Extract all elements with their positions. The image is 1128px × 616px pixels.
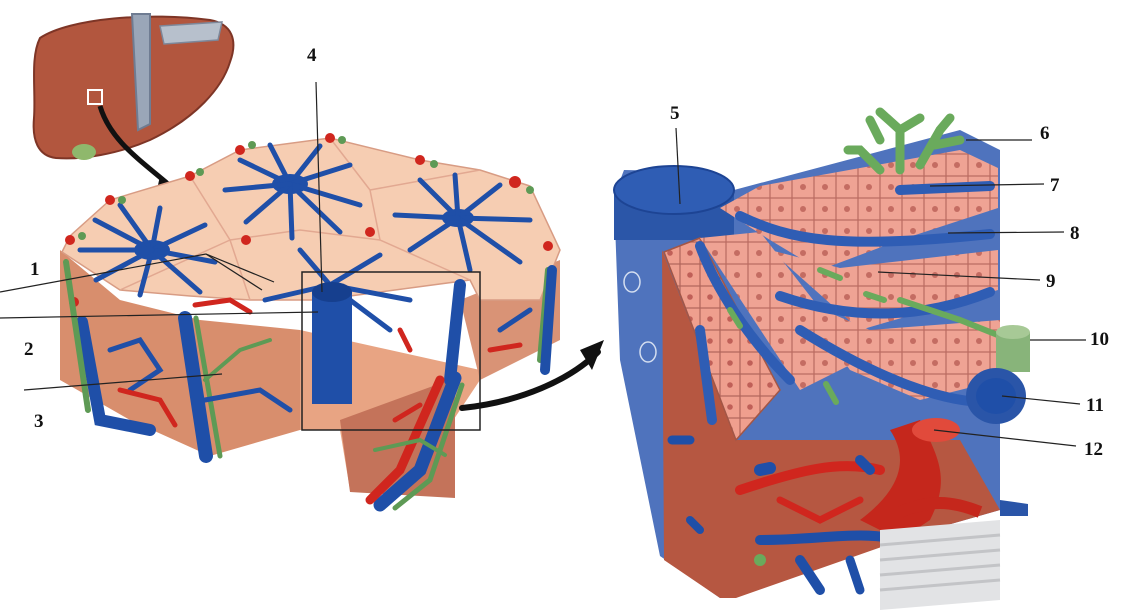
label-2: 2 <box>24 340 34 359</box>
label-7: 7 <box>1050 176 1060 195</box>
label-12: 12 <box>1084 440 1103 459</box>
hepatocyte-plate-detail <box>614 112 1030 610</box>
label-10: 10 <box>1090 330 1109 349</box>
label-5: 5 <box>670 104 680 123</box>
label-3: 3 <box>34 412 44 431</box>
label-8: 8 <box>1070 224 1080 243</box>
whole-liver-icon <box>34 14 234 194</box>
label-4: 4 <box>307 46 317 65</box>
label-11: 11 <box>1086 396 1104 415</box>
label-9: 9 <box>1046 272 1056 291</box>
label-6: 6 <box>1040 124 1050 143</box>
liver-lobules-block <box>60 133 560 508</box>
label-1: 1 <box>30 260 40 279</box>
